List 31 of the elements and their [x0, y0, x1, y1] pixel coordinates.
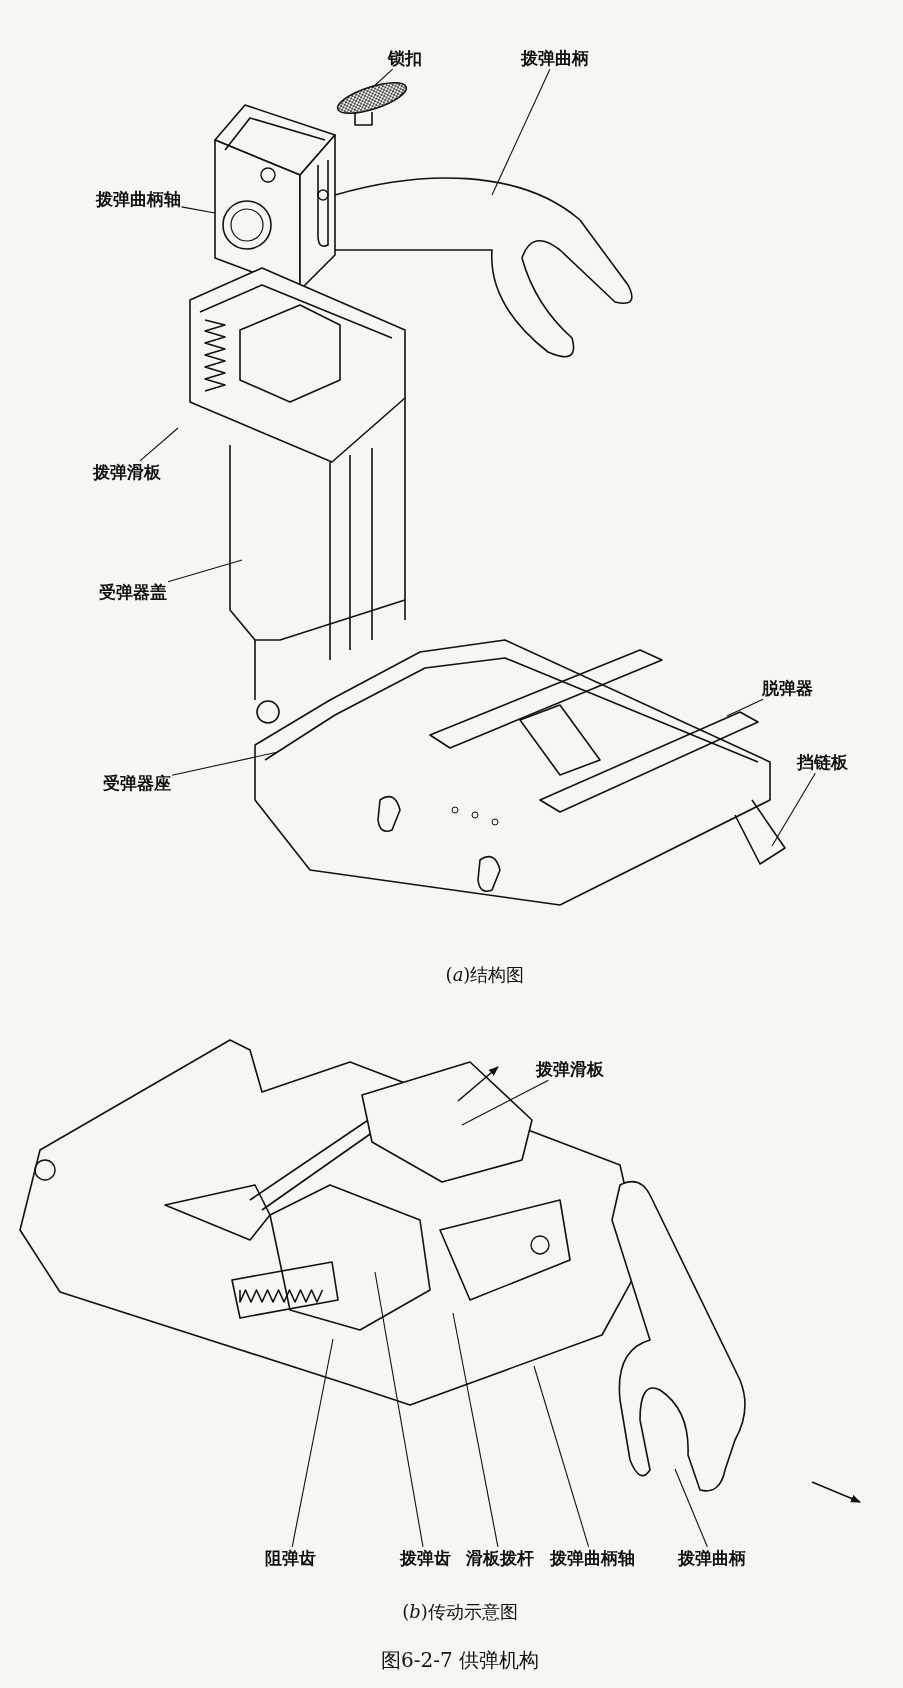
leader-line [726, 698, 764, 717]
leader-line [171, 751, 279, 776]
leader-line [167, 559, 243, 583]
part-label: 拨弹曲柄 [521, 47, 589, 69]
part-label: 拨弹滑板 [93, 461, 161, 483]
leader-line [374, 1271, 424, 1548]
part-label: 拨弹曲柄 [678, 1547, 746, 1569]
part-label: 拨弹曲柄轴 [95, 188, 181, 210]
leader-line [452, 1312, 499, 1548]
part-label: 挡链板 [796, 751, 848, 773]
leader-line [371, 68, 394, 89]
part-label: 滑板拨杆 [466, 1547, 534, 1569]
leader-line [491, 68, 551, 196]
leader-line [674, 1468, 708, 1548]
part-label: 脱弹器 [761, 677, 813, 699]
leader-line [291, 1338, 334, 1548]
leader-line [180, 206, 216, 214]
part-label: 受弹器盖 [99, 581, 167, 603]
part-label: 拨弹齿 [399, 1547, 451, 1569]
leader-line [533, 1365, 590, 1548]
part-label: 受弹器座 [103, 772, 171, 794]
subfigure-caption: (b)传动示意图 [402, 1600, 518, 1624]
part-label: 拨弹曲柄轴 [549, 1547, 635, 1569]
figure-caption: 图6-2-7 供弹机构 [381, 1646, 539, 1674]
part-label: 拨弹滑板 [536, 1058, 604, 1080]
leader-line [461, 1079, 549, 1126]
leader-line [139, 427, 179, 462]
leader-line [771, 772, 816, 847]
part-label: 锁扣 [388, 47, 422, 69]
part-label: 阻弹齿 [264, 1547, 316, 1569]
subfigure-caption: (a)结构图 [445, 963, 525, 987]
